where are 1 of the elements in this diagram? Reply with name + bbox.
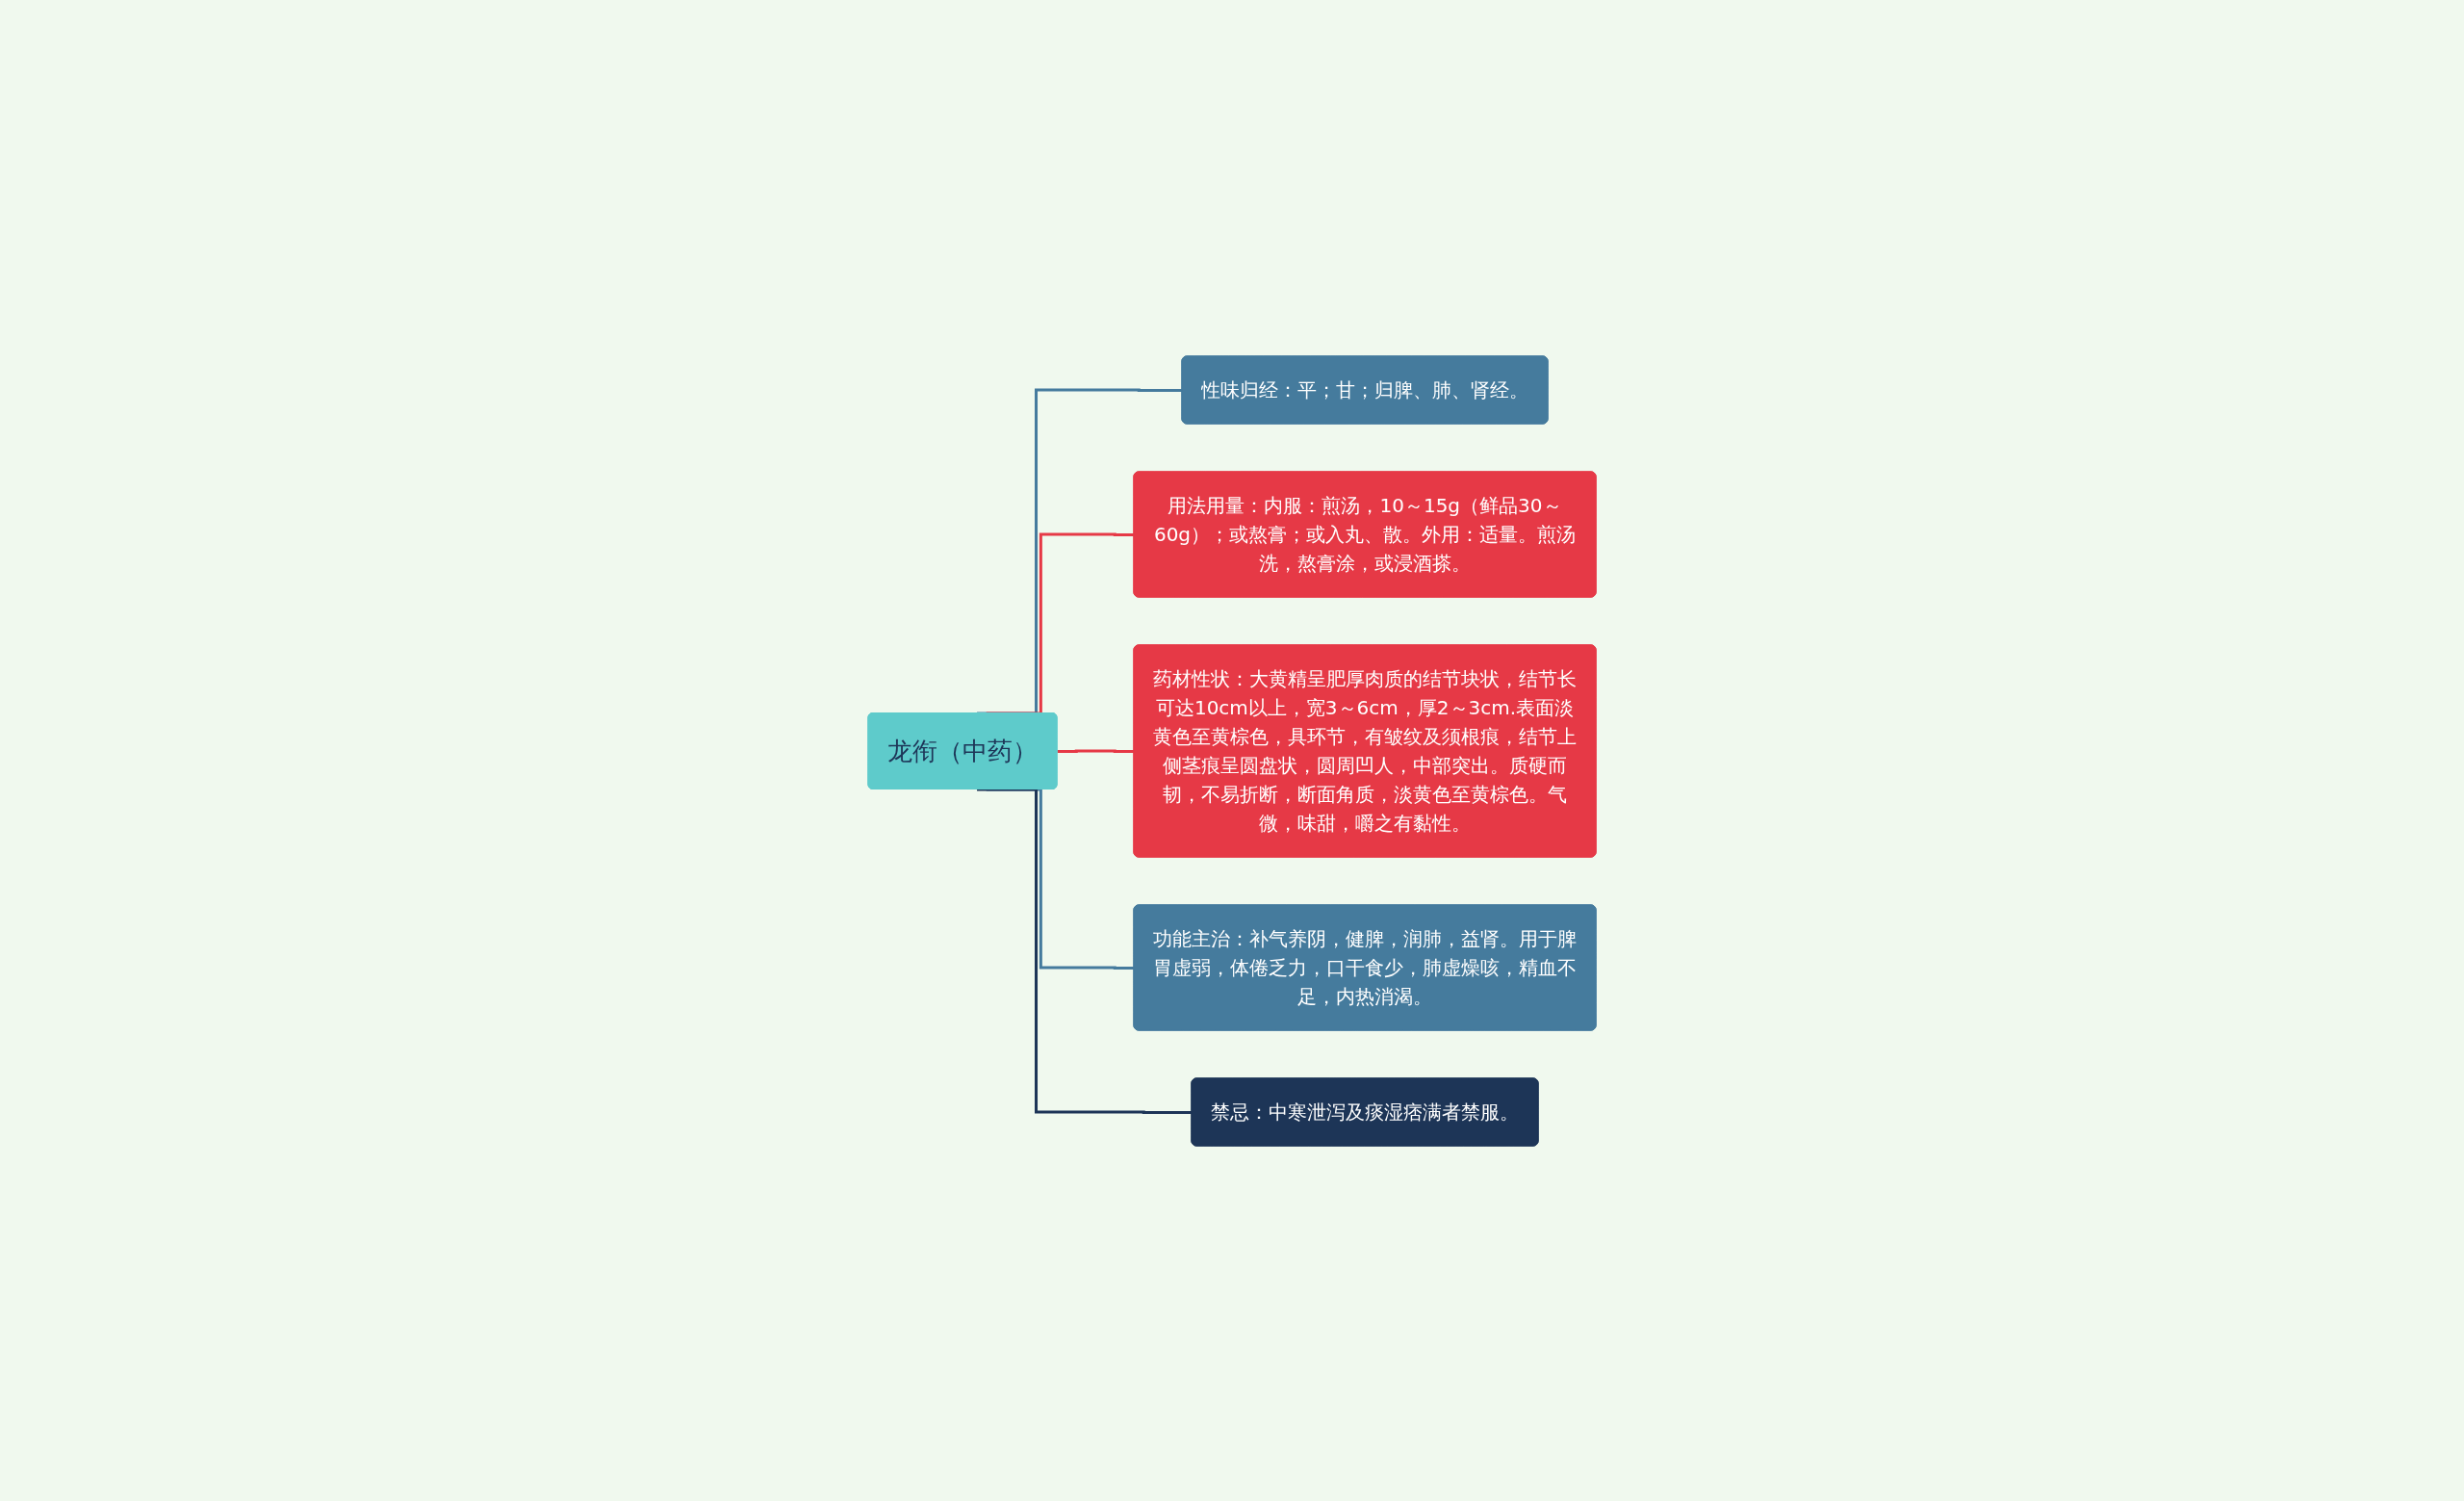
connector [1057,749,1135,753]
